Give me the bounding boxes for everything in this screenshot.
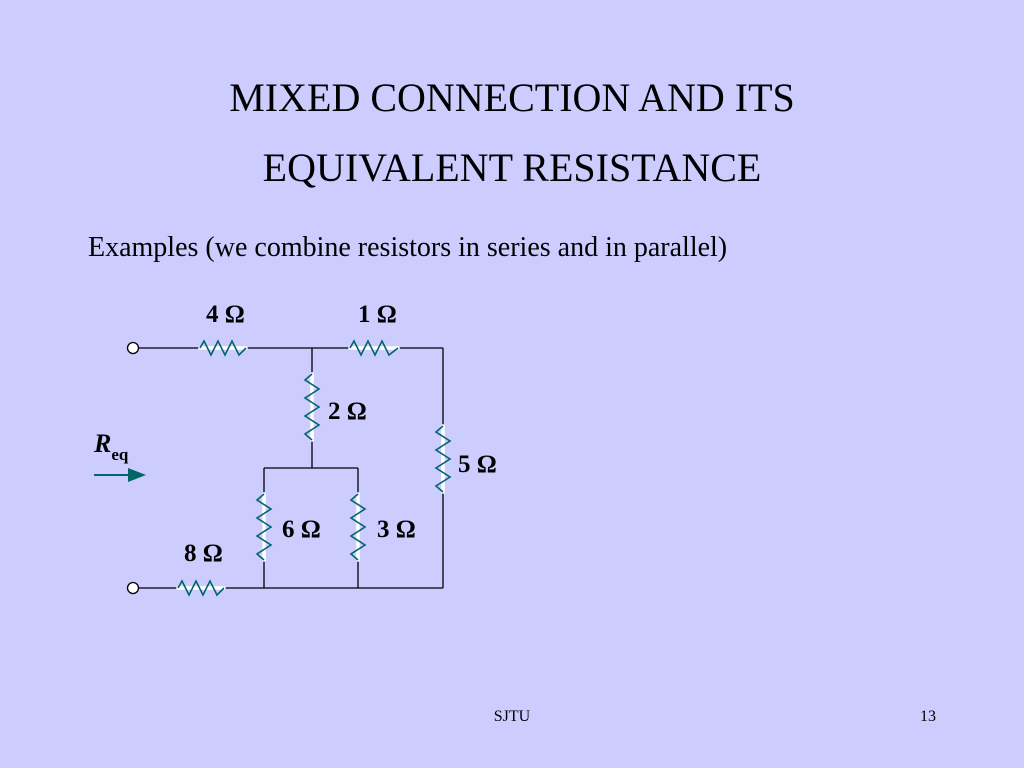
req-arrow-icon (94, 468, 146, 482)
resistor-6-ohm (255, 492, 273, 562)
footer-page-number: 13 (920, 708, 936, 725)
resistor-5-ohm (434, 424, 452, 494)
label-resistor-6-ohm: 6 Ω (282, 516, 321, 543)
req-symbol: R (93, 429, 111, 458)
slide-title-line-1: MIXED CONNECTION AND ITS (229, 75, 795, 120)
input-terminal-top (126, 341, 140, 355)
footer-organization: SJTU (493, 708, 531, 725)
req-subscript: eq (111, 445, 129, 464)
label-resistor-8-ohm: 8 Ω (184, 540, 223, 567)
resistor-3-ohm (349, 492, 367, 562)
resistor-2-ohm (303, 372, 321, 442)
input-terminal-bottom (126, 581, 140, 595)
resistor-4-ohm (198, 339, 248, 357)
label-resistor-2-ohm: 2 Ω (328, 398, 367, 425)
label-resistor-3-ohm: 3 Ω (377, 516, 416, 543)
label-resistor-4-ohm: 4 Ω (206, 301, 245, 328)
label-resistor-1-ohm: 1 Ω (358, 301, 397, 328)
slide-title-line-2: EQUIVALENT RESISTANCE (262, 145, 762, 190)
circuit-wires (138, 347, 444, 589)
resistor-8-ohm (176, 579, 226, 597)
label-resistor-5-ohm: 5 Ω (458, 451, 497, 478)
slide-subtitle: Examples (we combine resistors in series… (88, 232, 728, 263)
req-label: Req (93, 429, 129, 464)
resistor-1-ohm (348, 339, 400, 357)
